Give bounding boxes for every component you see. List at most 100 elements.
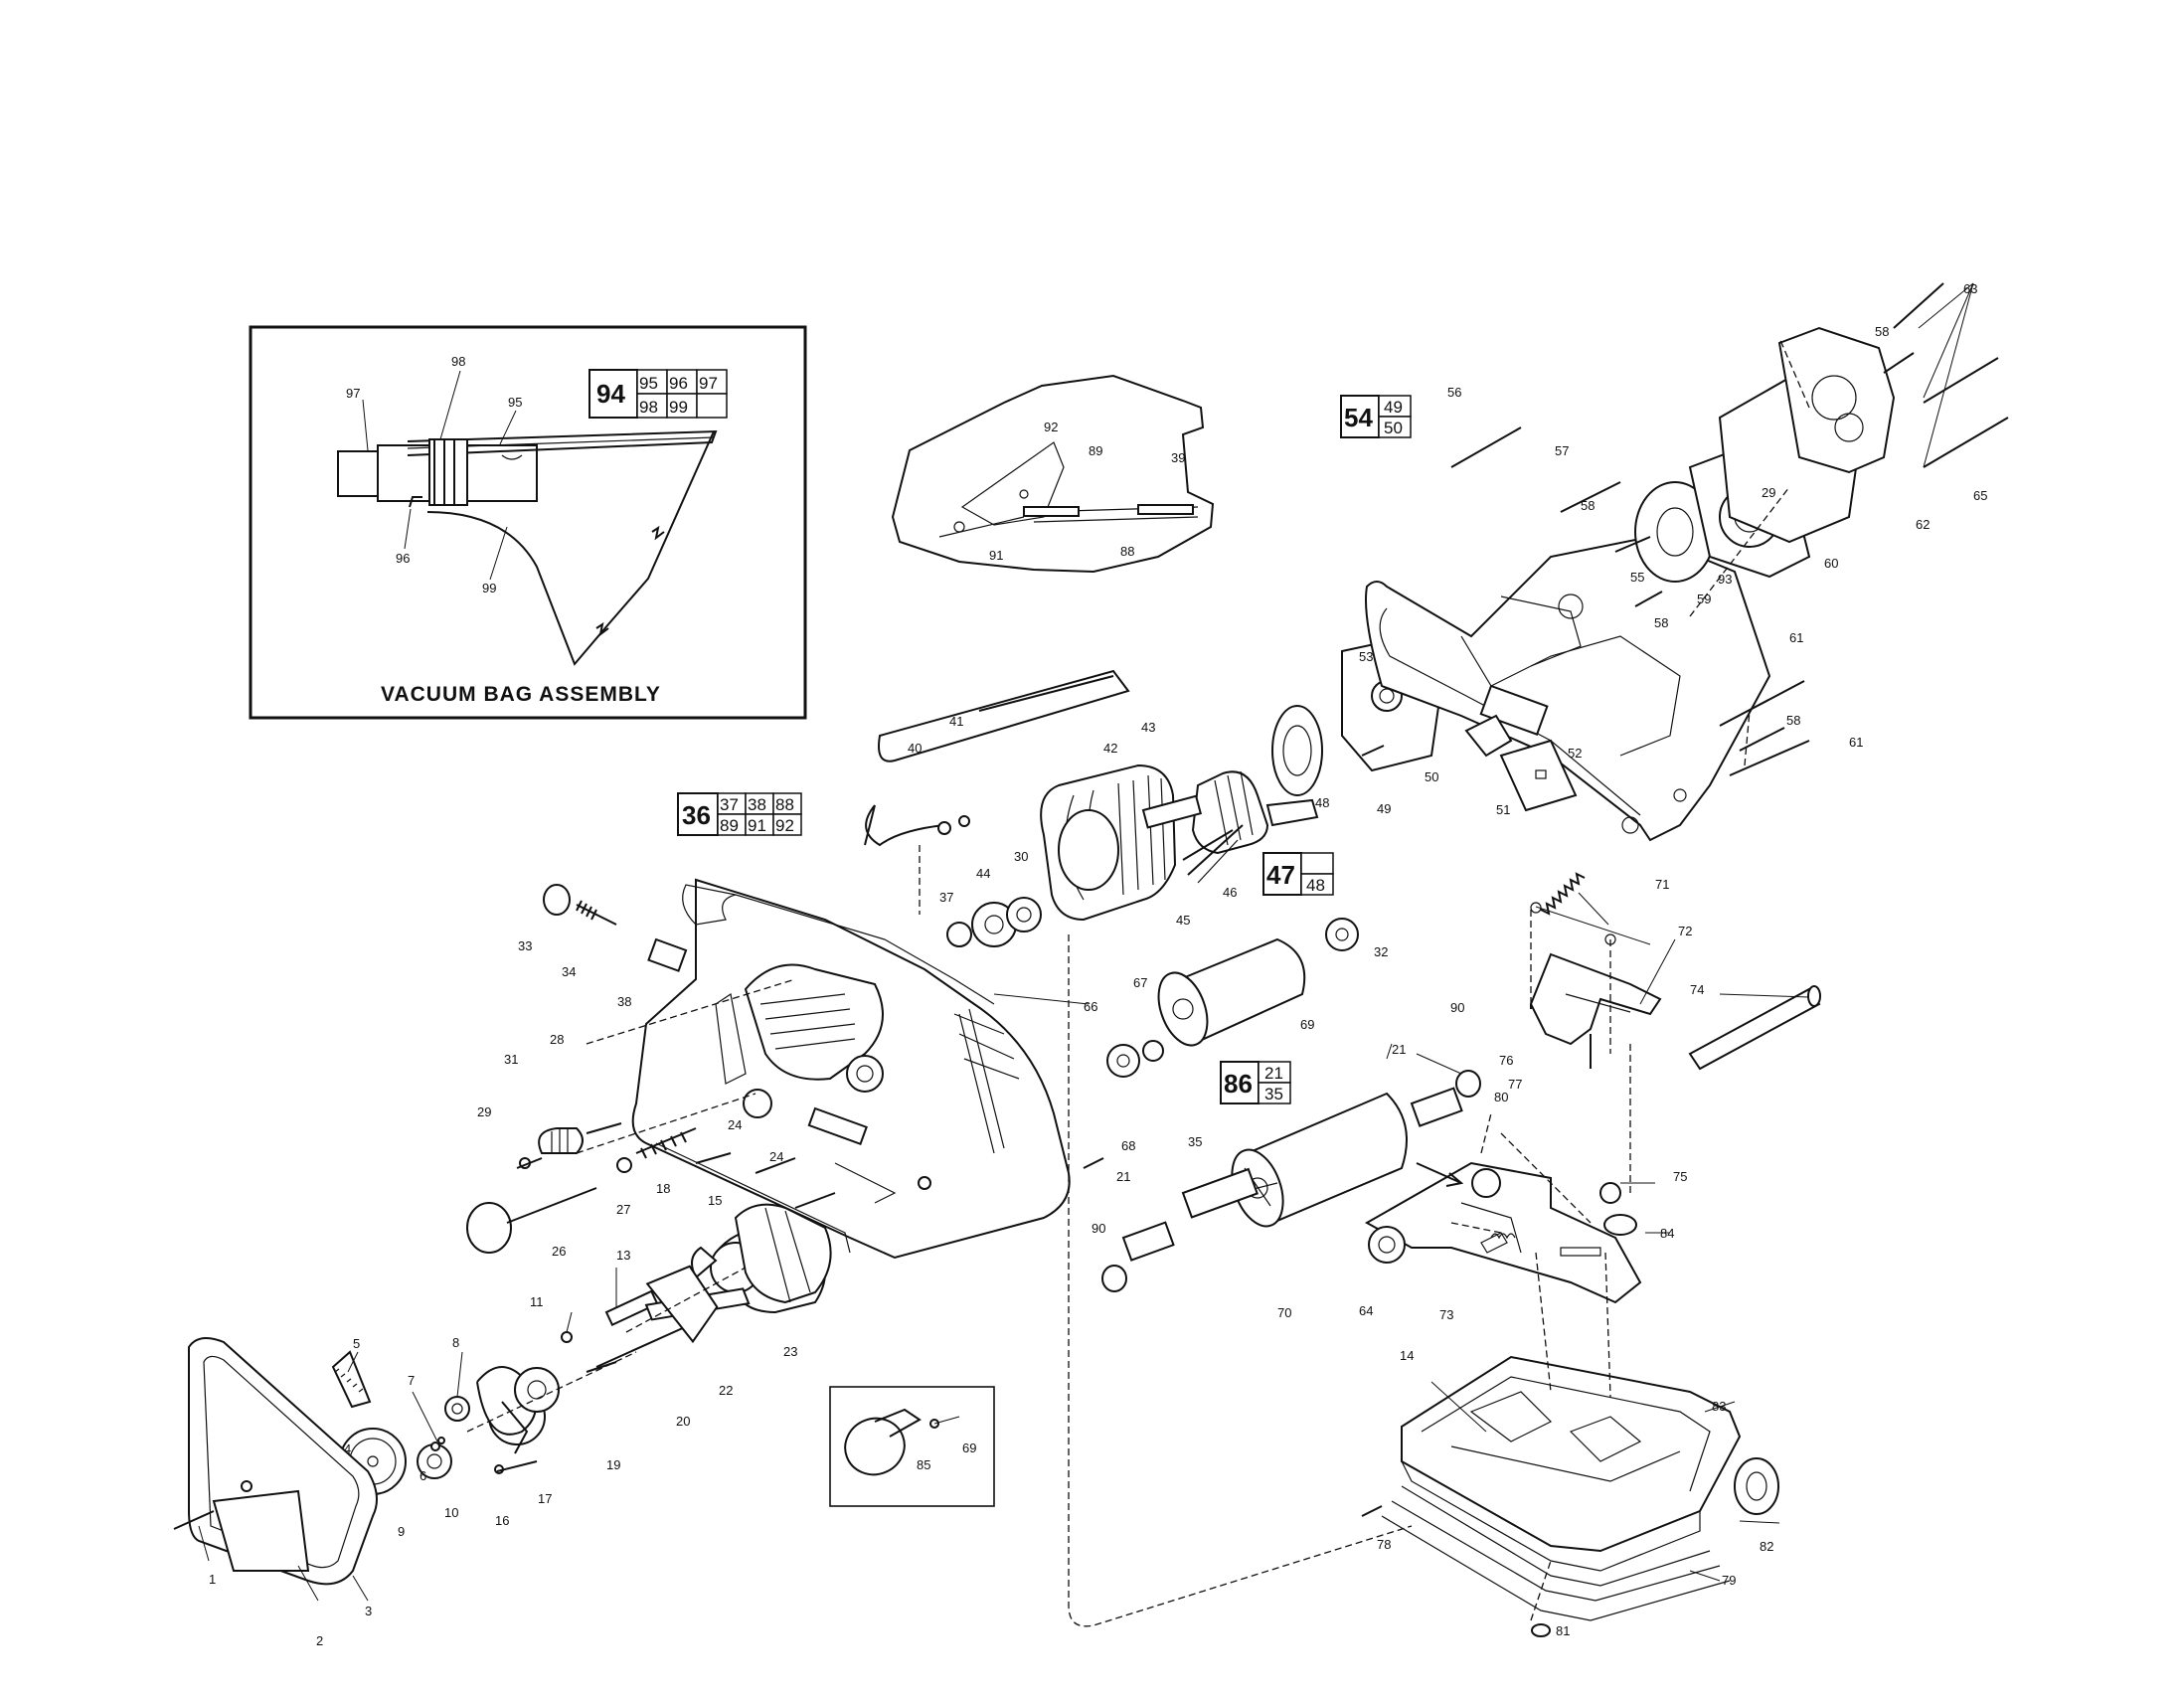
front-knob-parts: [466, 1122, 697, 1254]
part-label: 78: [1377, 1537, 1391, 1552]
part-label: 50: [1425, 769, 1438, 784]
kit-part: 49: [1384, 398, 1403, 417]
part-label: 67: [1133, 975, 1147, 990]
armature: [1141, 705, 1323, 855]
part-label: 30: [1014, 849, 1028, 864]
part-label: 65: [1973, 488, 1987, 503]
switch-parts: [1464, 714, 1578, 812]
part-label: 7: [408, 1373, 415, 1388]
part-label: 57: [1555, 443, 1569, 458]
part-label: 21: [1116, 1169, 1130, 1184]
part-label: 89: [1089, 443, 1102, 458]
part-label: 23: [783, 1344, 797, 1359]
kit-part: 48: [1306, 876, 1325, 895]
kit-part: 38: [748, 795, 766, 814]
tracking-bracket: [1364, 1161, 1642, 1304]
kit-box-54: 54 49 50: [1340, 395, 1412, 438]
part-label: 16: [495, 1513, 509, 1528]
part-label: 2: [316, 1633, 323, 1648]
part-label: 6: [420, 1468, 426, 1483]
wire-break-icon: [651, 525, 665, 541]
kit-box-86: 86 21 35: [1220, 1061, 1291, 1104]
part-label: 48: [1315, 795, 1329, 810]
part-label: 58: [1654, 615, 1668, 630]
idler-drum-86: [1231, 1092, 1408, 1228]
part-label: 63: [1963, 281, 1977, 296]
part-label: 46: [1223, 885, 1237, 900]
part-label: 73: [1439, 1307, 1453, 1322]
part-label: 4: [344, 1442, 351, 1456]
part-label: 29: [477, 1104, 491, 1119]
part-label: 13: [616, 1248, 630, 1263]
part-label: 74: [1690, 982, 1704, 997]
part-label: 22: [719, 1383, 733, 1398]
part-label: 18: [656, 1181, 670, 1196]
part-label: 80: [1494, 1090, 1508, 1104]
part-label: 39: [1171, 450, 1185, 465]
part-label: 59: [1697, 592, 1711, 606]
inset-label: 97: [346, 386, 360, 401]
platen-pad-layers: [1381, 1485, 1731, 1621]
rear-housing: [1365, 535, 1771, 842]
part-label: 91: [989, 548, 1003, 563]
part-label: 56: [1447, 385, 1461, 400]
part-label: 79: [1722, 1573, 1736, 1588]
part-label: 62: [1916, 517, 1930, 532]
part-label: 10: [444, 1505, 458, 1520]
vacuum-bag-inset: 97 98 95 96 99 94 95 96 97 98 99 VACUUM …: [249, 325, 807, 720]
part-label: 72: [1678, 924, 1692, 938]
part-label: 14: [1400, 1348, 1414, 1363]
part-label: 26: [552, 1244, 566, 1259]
vacuum-bag-drawing: [337, 429, 718, 666]
kit-part: 88: [775, 795, 794, 814]
part-label: 20: [676, 1414, 690, 1429]
part-label: 15: [708, 1193, 722, 1208]
part-label: 27: [616, 1202, 630, 1217]
part-label: 5: [353, 1336, 360, 1351]
part-label: 66: [1084, 999, 1097, 1014]
part-label: 69: [1300, 1017, 1314, 1032]
screws: [496, 282, 2009, 1517]
part-label: 21: [1392, 1042, 1406, 1057]
drive-drum-69: [1157, 937, 1306, 1047]
kit-number: 36: [682, 800, 711, 830]
part-label: 68: [1121, 1138, 1135, 1153]
part-label: 93: [1718, 572, 1732, 587]
kit-box-36: 36 37 38 88 89 91 92: [677, 792, 802, 836]
arrow-icon: [1416, 1162, 1464, 1187]
part-label: 37: [939, 890, 953, 905]
inset-label: 98: [451, 354, 465, 369]
part-label: 43: [1141, 720, 1155, 735]
part-label: 92: [1044, 420, 1058, 434]
part-label: 40: [908, 741, 922, 756]
part-label: 8: [452, 1335, 459, 1350]
part-label: 88: [1120, 544, 1134, 559]
leader-lines: [198, 282, 1974, 1602]
part-label: 58: [1875, 324, 1889, 339]
part-label: 11: [530, 1294, 544, 1309]
kit-part: 37: [720, 795, 739, 814]
tracking-lever: [1529, 952, 1662, 1069]
part-label: 1: [209, 1572, 216, 1587]
brush-cap-parts: [543, 884, 688, 972]
part-label: 31: [504, 1052, 518, 1067]
bracket-inset: [829, 1386, 995, 1507]
belt-guard: [173, 1337, 378, 1586]
part-label: 34: [562, 964, 576, 979]
tracking-rod-74: [1688, 985, 1821, 1071]
kit-part: 96: [669, 374, 688, 393]
part-label: 38: [617, 994, 631, 1009]
part-label: 9: [398, 1524, 405, 1539]
motor-housing: [1040, 763, 1177, 922]
part-label: 61: [1849, 735, 1863, 750]
part-label: 83: [1712, 1399, 1726, 1414]
part-label: 53: [1359, 649, 1373, 664]
part-label: 3: [365, 1604, 372, 1618]
kit-part: 91: [748, 816, 766, 835]
dust-channel-drawing: [891, 374, 1215, 574]
kit-part: 92: [775, 816, 794, 835]
part-label: 81: [1556, 1623, 1570, 1638]
part-label: 90: [1092, 1221, 1105, 1236]
part-label: 84: [1660, 1226, 1674, 1241]
part-label: 64: [1359, 1303, 1373, 1318]
